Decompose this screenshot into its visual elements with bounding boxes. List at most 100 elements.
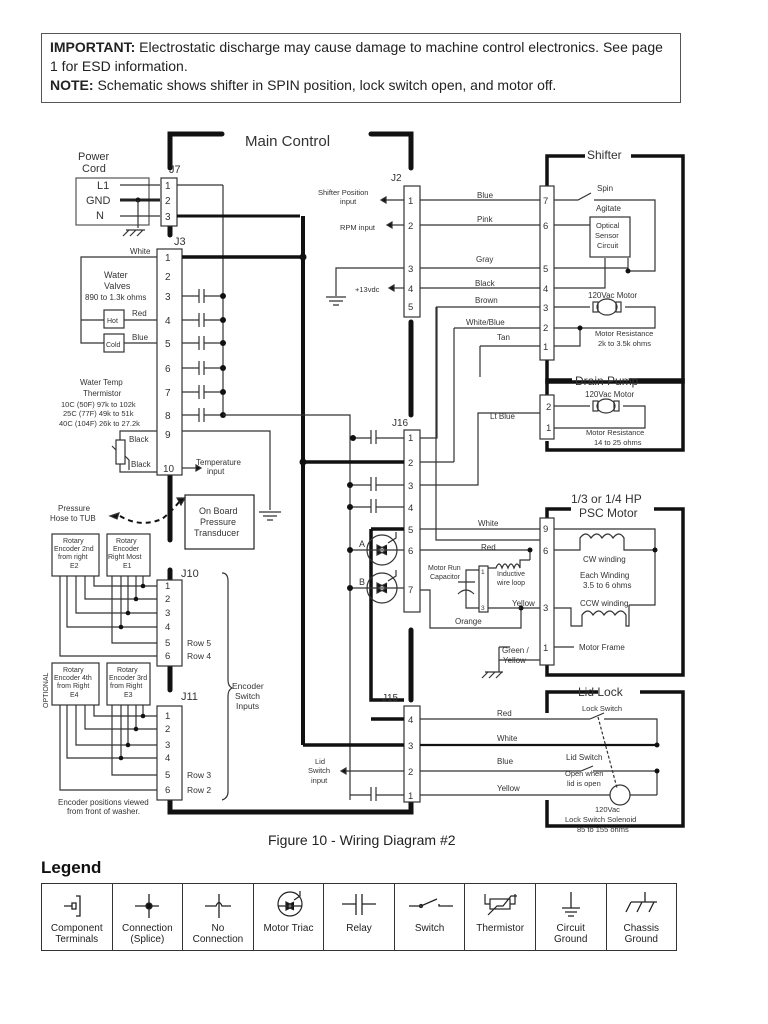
svg-text:Agitate: Agitate (596, 204, 621, 213)
svg-text:9: 9 (543, 524, 548, 535)
svg-text:8: 8 (165, 411, 171, 422)
svg-text:J15: J15 (382, 693, 399, 704)
svg-text:1: 1 (165, 253, 171, 264)
svg-text:1: 1 (165, 181, 171, 192)
relay-icon (342, 894, 377, 915)
no-connection-icon (205, 894, 232, 918)
svg-text:Lid Switch: Lid Switch (566, 753, 602, 762)
legend-item-switch: Switch (395, 884, 466, 950)
svg-text:Encoder positions viewed: Encoder positions viewed (58, 798, 149, 807)
svg-text:3: 3 (543, 303, 548, 314)
svg-text:from right: from right (58, 554, 88, 561)
svg-text:4: 4 (165, 622, 170, 633)
svg-text:Encoder 2nd: Encoder 2nd (54, 546, 94, 553)
svg-text:lid is open: lid is open (567, 779, 601, 788)
svg-text:10: 10 (163, 464, 175, 475)
svg-text:1: 1 (546, 423, 551, 434)
svg-text:1: 1 (408, 196, 413, 207)
svg-text:Row 3: Row 3 (187, 770, 211, 780)
diagram-labels: Main Control Power Cord L1 GND N J7 1 2 … (43, 133, 653, 834)
svg-text:6: 6 (408, 546, 413, 557)
motor-triac-icon (277, 891, 303, 917)
switch-icon (408, 898, 453, 909)
thermistor-icon (484, 894, 518, 916)
svg-text:3: 3 (408, 481, 413, 492)
svg-text:RPM input: RPM input (340, 223, 376, 232)
svg-text:Hot: Hot (107, 318, 118, 325)
svg-text:4: 4 (408, 284, 413, 295)
svg-text:Cord: Cord (82, 163, 106, 175)
svg-text:Brown: Brown (475, 296, 498, 305)
svg-text:Drain Pump: Drain Pump (575, 374, 639, 388)
svg-text:2: 2 (408, 767, 413, 778)
svg-text:E3: E3 (124, 692, 133, 699)
svg-text:Black: Black (129, 435, 150, 444)
svg-text:E1: E1 (123, 563, 132, 570)
svg-text:GND: GND (86, 195, 111, 207)
svg-text:1: 1 (543, 342, 548, 353)
svg-text:J3: J3 (174, 236, 186, 248)
svg-text:from Right: from Right (57, 683, 89, 690)
svg-text:2: 2 (165, 272, 171, 283)
svg-text:Shifter Position: Shifter Position (318, 188, 368, 197)
note-line: NOTE: Schematic shows shifter in SPIN po… (50, 77, 557, 93)
svg-text:Lt Blue: Lt Blue (490, 412, 515, 421)
svg-text:120Vac: 120Vac (595, 805, 620, 814)
svg-text:5: 5 (408, 525, 413, 536)
svg-text:2: 2 (165, 196, 171, 207)
svg-text:Inputs: Inputs (236, 701, 259, 711)
svg-text:9: 9 (165, 430, 171, 441)
important-line: IMPORTANT: Electrostatic discharge may c… (50, 39, 663, 74)
svg-text:Sensor: Sensor (595, 231, 619, 240)
svg-text:1: 1 (165, 581, 170, 592)
svg-text:N: N (96, 210, 104, 222)
svg-text:Green /: Green / (502, 646, 529, 655)
svg-text:5: 5 (165, 638, 170, 649)
svg-text:4: 4 (408, 503, 413, 514)
svg-text:Blue: Blue (477, 191, 494, 200)
figure-caption: Figure 10 - Wiring Diagram #2 (268, 832, 456, 848)
svg-text:Yellow: Yellow (497, 784, 520, 793)
svg-text:Pink: Pink (477, 215, 494, 224)
svg-text:5: 5 (543, 264, 548, 275)
legend-item-motor-triac: Motor Triac (254, 884, 325, 950)
esd-notice: IMPORTANT: Electrostatic discharge may c… (41, 33, 681, 103)
svg-text:Yellow: Yellow (512, 599, 535, 608)
svg-text:OPTIONAL: OPTIONAL (43, 672, 50, 708)
svg-text:Inductive: Inductive (497, 571, 525, 578)
svg-text:6: 6 (165, 651, 170, 662)
svg-text:Spin: Spin (597, 184, 613, 193)
svg-text:Motor Resistance: Motor Resistance (595, 329, 653, 338)
svg-text:3: 3 (408, 264, 413, 275)
svg-text:1: 1 (165, 711, 170, 722)
svg-text:5: 5 (165, 339, 171, 350)
svg-text:85 to 155 ohms: 85 to 155 ohms (577, 825, 629, 834)
svg-text:input: input (311, 776, 328, 785)
legend-item-connection-splice: Connection(Splice) (113, 884, 184, 950)
svg-text:Circuit: Circuit (597, 241, 619, 250)
svg-text:25C (77F) 49k to 51k: 25C (77F) 49k to 51k (63, 409, 134, 418)
svg-text:5: 5 (408, 302, 413, 313)
svg-text:B: B (359, 577, 365, 587)
svg-text:Black: Black (131, 460, 152, 469)
svg-text:890 to 1.3k ohms: 890 to 1.3k ohms (85, 293, 146, 302)
svg-text:E2: E2 (70, 563, 79, 570)
svg-text:A: A (359, 539, 365, 549)
svg-text:Rotary: Rotary (63, 667, 84, 674)
svg-text:Orange: Orange (455, 617, 482, 626)
svg-text:6: 6 (543, 546, 548, 557)
svg-text:Temperature: Temperature (196, 458, 241, 467)
svg-text:Lock Switch: Lock Switch (582, 704, 622, 713)
svg-text:6: 6 (543, 221, 548, 232)
svg-text:Lid Lock: Lid Lock (578, 685, 624, 699)
svg-text:input: input (207, 467, 225, 476)
svg-text:2: 2 (408, 221, 413, 232)
svg-text:Rotary: Rotary (63, 538, 84, 545)
svg-text:Valves: Valves (104, 281, 131, 291)
svg-text:Pressure: Pressure (200, 517, 236, 527)
svg-text:CW winding: CW winding (583, 555, 626, 564)
svg-text:J7: J7 (169, 164, 181, 176)
svg-text:Encoder 3rd: Encoder 3rd (109, 675, 147, 682)
svg-text:3: 3 (543, 603, 548, 614)
